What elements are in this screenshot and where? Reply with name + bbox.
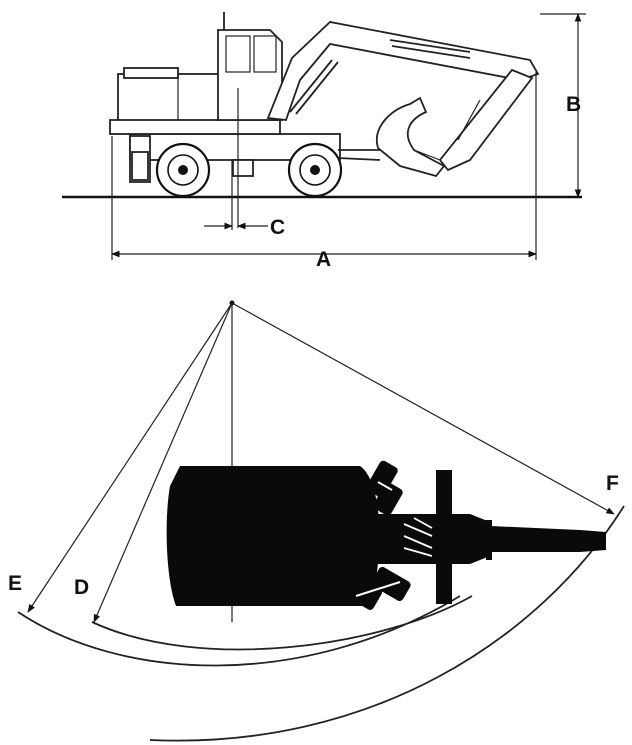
boom-top-view (376, 470, 606, 604)
radius-e-line (27, 302, 233, 613)
rear-wheel (155, 142, 211, 198)
bucket (375, 96, 446, 178)
arc-d (17, 595, 461, 667)
linkage-bar-2 (337, 157, 381, 161)
label-b: B (566, 93, 581, 116)
label-a: A (316, 248, 331, 271)
top-view: E D F (8, 300, 625, 742)
arc-f (149, 505, 625, 742)
label-f: F (606, 472, 619, 495)
bucket-edge (413, 149, 441, 161)
dipper-cylinder (389, 39, 471, 53)
radius-f-line (231, 302, 615, 515)
boom-cylinder-2 (295, 61, 339, 115)
label-d: D (74, 576, 89, 599)
side-view: B C A (62, 12, 586, 271)
arc-d-inner (91, 595, 473, 651)
label-c: C (270, 216, 285, 239)
label-e: E (8, 572, 22, 595)
dipper-cylinder-2 (391, 45, 471, 59)
machine-body-top (166, 466, 380, 606)
turntable (109, 119, 281, 135)
axle-box (232, 159, 254, 177)
front-wheel (287, 142, 343, 198)
rear-step (131, 151, 149, 181)
boom-inner-edge (299, 43, 331, 81)
cab-window (225, 35, 251, 73)
counterweight-top (123, 67, 179, 79)
boom-cylinder (289, 59, 333, 113)
top-wheels (341, 460, 411, 610)
dipper-arm (438, 68, 534, 172)
dipper-line (457, 99, 481, 141)
cab-window-2 (253, 35, 277, 73)
radius-d-line (93, 302, 233, 623)
